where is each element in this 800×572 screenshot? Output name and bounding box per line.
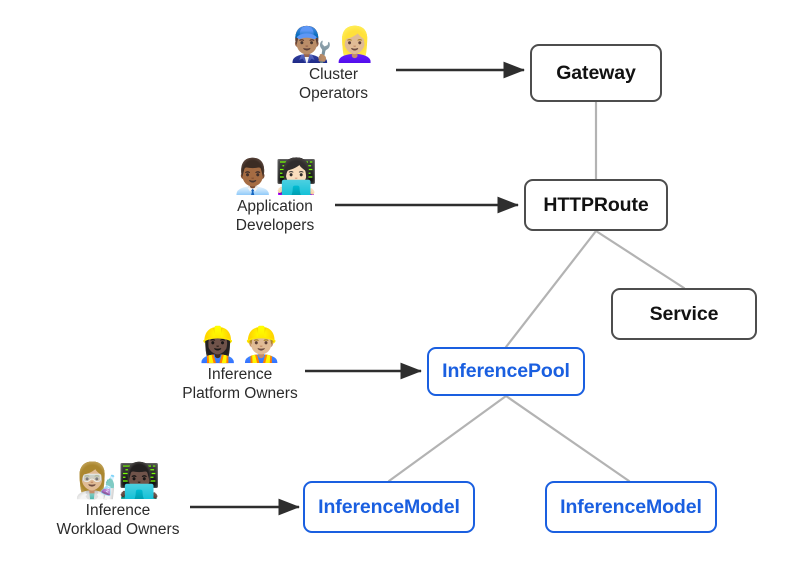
node-service[interactable]: Service bbox=[611, 288, 757, 340]
persona-cluster-operators[interactable]: 👨🏽‍🔧👱🏼‍♀️ Cluster Operators bbox=[266, 25, 401, 104]
edge-inferencepool-inferencemodel1 bbox=[387, 394, 508, 483]
node-inferencemodel-2-label: InferenceModel bbox=[560, 495, 702, 518]
node-gateway-label: Gateway bbox=[556, 61, 636, 84]
node-inferencemodel-1-label: InferenceModel bbox=[318, 495, 460, 518]
cluster-operators-label: Cluster Operators bbox=[299, 65, 368, 102]
cluster-operators-avatars-icon: 👨🏽‍🔧👱🏼‍♀️ bbox=[290, 25, 377, 65]
node-inferencepool-label: InferencePool bbox=[442, 360, 570, 382]
persona-inference-workload-owners[interactable]: 👩🏼‍🔬👨🏿‍💻 Inference Workload Owners bbox=[42, 461, 194, 540]
inference-workload-owners-label: Inference Workload Owners bbox=[56, 501, 180, 538]
node-inferencemodel-2[interactable]: InferenceModel bbox=[545, 481, 717, 533]
inference-platform-owners-avatars-icon: 👷🏿‍♀️👷🏼‍♂️ bbox=[196, 325, 284, 365]
persona-inference-platform-owners[interactable]: 👷🏿‍♀️👷🏼‍♂️ Inference Platform Owners bbox=[166, 325, 314, 404]
node-httproute-label: HTTPRoute bbox=[543, 193, 649, 216]
application-developers-label: Application Developers bbox=[235, 197, 315, 234]
edge-inferencepool-inferencemodel2 bbox=[504, 394, 631, 483]
edge-httproute-inferencepool bbox=[504, 229, 598, 349]
node-inferencemodel-1[interactable]: InferenceModel bbox=[303, 481, 475, 533]
inference-workload-owners-avatars-icon: 👩🏼‍🔬👨🏿‍💻 bbox=[74, 461, 162, 501]
node-gateway[interactable]: Gateway bbox=[530, 44, 662, 102]
inference-platform-owners-label: Inference Platform Owners bbox=[182, 365, 298, 402]
edge-httproute-service bbox=[594, 229, 686, 290]
persona-application-developers[interactable]: 👨🏾‍💼👩🏻‍💻 Application Developers bbox=[205, 157, 345, 236]
node-inferencepool[interactable]: InferencePool bbox=[427, 347, 585, 396]
node-service-label: Service bbox=[649, 302, 719, 325]
application-developers-avatars-icon: 👨🏾‍💼👩🏻‍💻 bbox=[231, 157, 319, 197]
node-httproute[interactable]: HTTPRoute bbox=[524, 179, 668, 231]
